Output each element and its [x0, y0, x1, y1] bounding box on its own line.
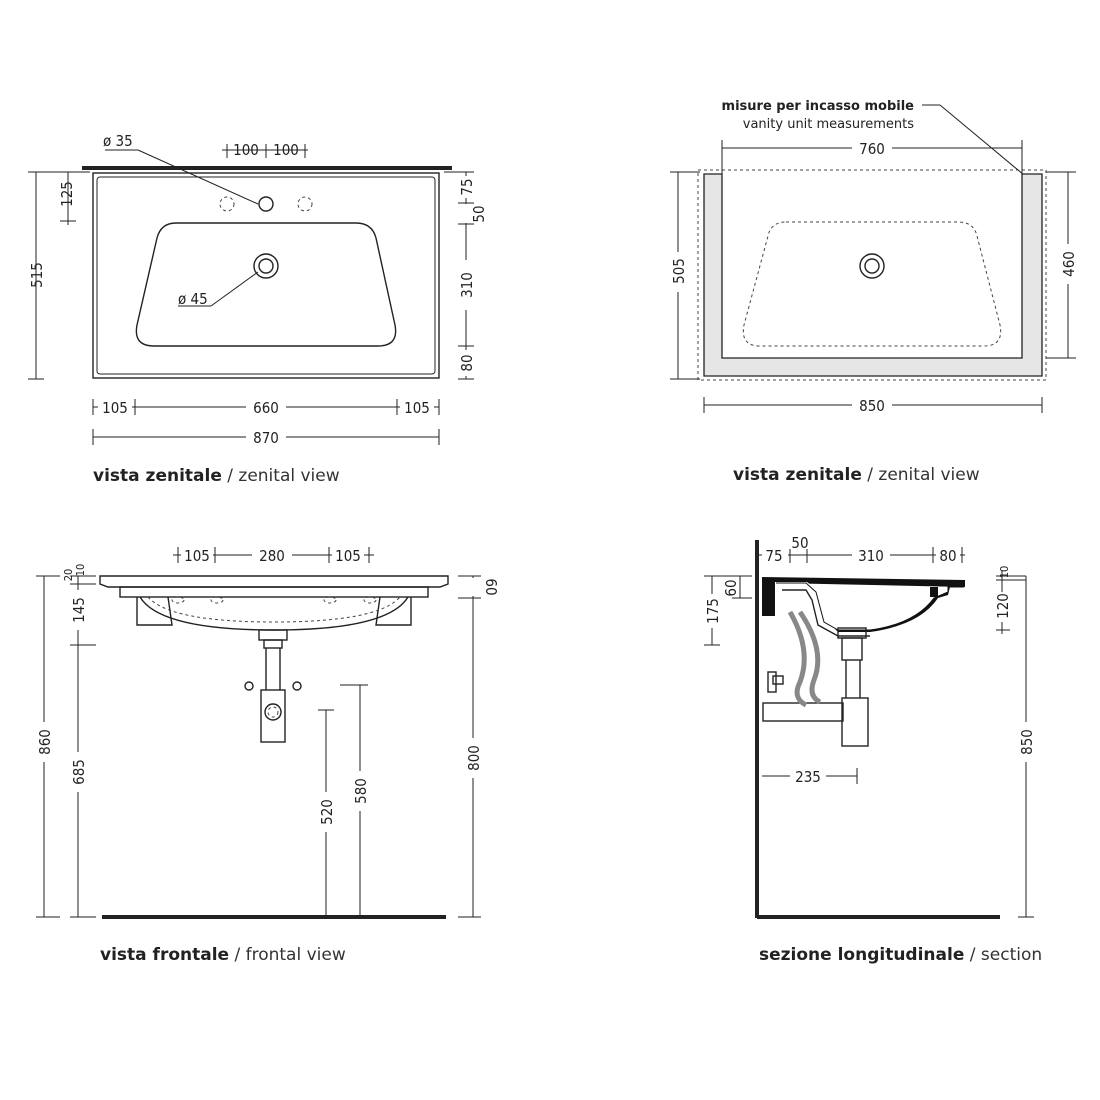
section-310: 310 — [858, 547, 884, 565]
vanity-505: 505 — [670, 258, 688, 284]
caption-section: sezione longitudinale / section — [759, 945, 1042, 965]
hole-spacing-b: 100 — [273, 141, 299, 159]
basin-inner-edge — [96, 176, 436, 375]
vanity-850: 850 — [859, 397, 885, 415]
frontal-145: 145 — [70, 597, 88, 623]
bowl-hidden — [742, 221, 1002, 347]
section-view: 75 50 310 80 175 60 10 120 850 235 sezio… — [703, 533, 1042, 965]
bottom-660: 660 — [253, 399, 279, 417]
hole-spacing-a: 100 — [233, 141, 259, 159]
frontal-view: 105 280 105 20 10 860 145 685 520 580 — [35, 546, 500, 965]
frontal-580: 580 — [352, 778, 370, 804]
caption-zenital-right: vista zenitale / zenital view — [733, 465, 980, 485]
caption-frontal: vista frontale / frontal view — [100, 945, 346, 965]
right-75: 75 — [458, 178, 476, 195]
section-10: 10 — [998, 566, 1011, 579]
hose-2 — [797, 610, 822, 705]
frontal-60: 60 — [482, 578, 500, 595]
left-515: 515 — [28, 262, 46, 288]
frontal-280: 280 — [259, 547, 285, 565]
section-75: 75 — [765, 547, 782, 565]
drain-valve — [258, 629, 288, 641]
section-850: 850 — [1018, 729, 1036, 755]
vanity-460: 460 — [1060, 251, 1078, 277]
frontal-520: 520 — [318, 799, 336, 825]
siphon-trap — [260, 689, 286, 743]
basin-top-slab — [99, 575, 449, 588]
zenital-view-basin: ø 35 ø 45 100 100 125 515 75 50 310 80 — [28, 132, 488, 486]
note-english: vanity unit measurements — [743, 117, 914, 132]
right-80: 80 — [458, 354, 476, 371]
note-italian: misure per incasso mobile — [722, 99, 915, 114]
bottom-105-right: 105 — [404, 399, 430, 417]
tap-hole-left — [219, 196, 235, 212]
vanity-outline — [697, 169, 1047, 381]
supply-right — [292, 681, 302, 691]
frontal-685: 685 — [70, 759, 88, 785]
bottom-870: 870 — [253, 429, 279, 447]
section-120: 120 — [994, 593, 1012, 619]
hole-dia-label: ø 35 — [103, 132, 133, 150]
tap-hole-right — [297, 196, 313, 212]
frontal-10: 10 — [74, 564, 87, 577]
frontal-105-left: 105 — [184, 547, 210, 565]
drain-outer-2 — [859, 253, 885, 279]
drain-inner-2 — [864, 258, 880, 274]
section-80: 80 — [939, 547, 956, 565]
hose-1 — [787, 610, 808, 708]
bottom-105-left: 105 — [102, 399, 128, 417]
frontal-20: 20 — [62, 569, 75, 582]
right-50: 50 — [470, 205, 488, 222]
section-siphon — [841, 697, 869, 747]
frontal-800: 800 — [465, 745, 483, 771]
frontal-860: 860 — [36, 729, 54, 755]
section-175: 175 — [704, 598, 722, 624]
frontal-105-right: 105 — [335, 547, 361, 565]
zenital-view-vanity: misure per incasso mobile vanity unit me… — [669, 99, 1078, 485]
supply-left — [244, 681, 254, 691]
bowl-outline — [135, 222, 397, 347]
vanity-760: 760 — [859, 140, 885, 158]
section-235: 235 — [795, 768, 821, 786]
drain-outer — [253, 253, 279, 279]
section-50: 50 — [791, 534, 808, 552]
angle-valve — [767, 671, 777, 693]
basin-outline — [92, 172, 440, 379]
left-125: 125 — [58, 181, 76, 207]
section-60: 60 — [722, 579, 740, 596]
drain-inner — [258, 258, 274, 274]
caption-zenital-left: vista zenitale / zenital view — [93, 466, 340, 486]
right-310: 310 — [458, 272, 476, 298]
tap-hole-center — [258, 196, 274, 212]
drain-dia-label: ø 45 — [178, 290, 208, 308]
